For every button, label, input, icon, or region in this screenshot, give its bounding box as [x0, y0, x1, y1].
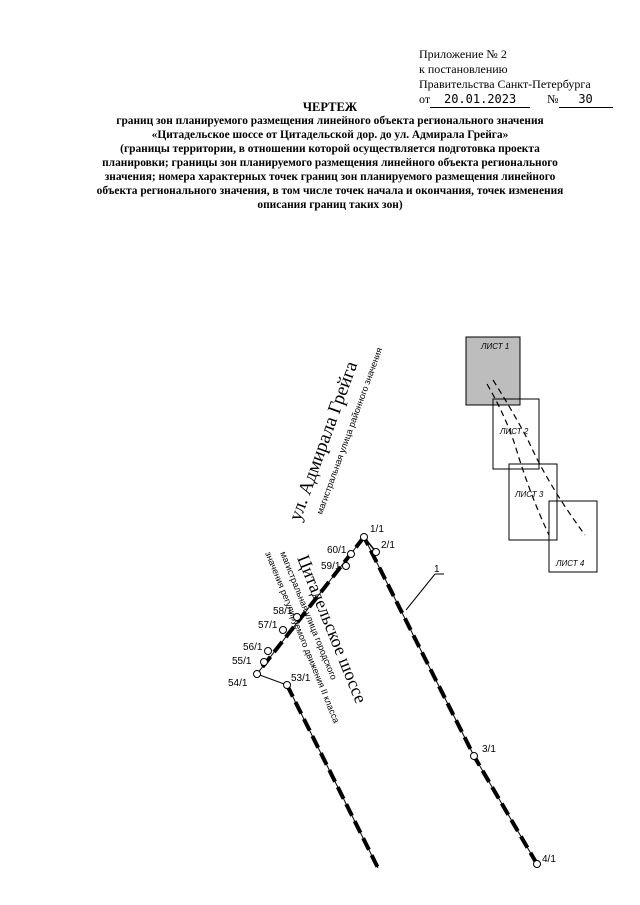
sheet-1-label: ЛИСТ 1 [480, 342, 509, 351]
sheet-4-label: ЛИСТ 4 [555, 559, 585, 568]
point-53-label: 53/1 [291, 673, 311, 684]
document-number: 30 [558, 92, 613, 108]
point-1-marker [360, 533, 368, 541]
point-3-label: 3/1 [482, 744, 496, 755]
point-54-label: 54/1 [228, 678, 248, 689]
point-59-marker [342, 562, 350, 570]
point-59-label: 59/1 [321, 561, 341, 572]
point-2-label: 2/1 [381, 540, 395, 551]
index-route-left [486, 383, 550, 536]
point-53-marker [283, 681, 291, 689]
sheet-3-frame [508, 463, 558, 541]
point-54-marker [253, 670, 261, 678]
sheet-index: ЛИСТ 1 ЛИСТ 2 ЛИСТ 3 ЛИСТ 4 [465, 336, 598, 573]
point-56-label: 56/1 [243, 642, 263, 653]
number-prefix: № [547, 92, 559, 106]
point-1-label: 1/1 [370, 524, 384, 535]
date-prefix: от [419, 92, 431, 106]
point-markers [253, 533, 541, 868]
title-line-4: планировки; границы зон планируемого раз… [102, 157, 558, 169]
point-58-marker [293, 613, 301, 621]
title-line-7: описания границ таких зон) [257, 199, 403, 211]
point-4-marker [533, 860, 541, 868]
point-55-label: 55/1 [232, 656, 252, 667]
document-date: 20.01.2023 [430, 92, 531, 108]
sheet-2-frame [492, 398, 540, 470]
appendix-block: Приложение № 2 к постановлению Правитель… [419, 47, 613, 108]
callout: 1 [405, 564, 444, 611]
appendix-line-3: Правительства Санкт-Петербурга [419, 77, 591, 91]
point-56-marker [264, 647, 272, 655]
sheet-2-label: ЛИСТ 2 [499, 427, 529, 436]
sheet-4-frame [548, 500, 598, 573]
point-3-marker [470, 752, 478, 760]
index-route-right [492, 379, 586, 536]
point-labels: 1/1 2/1 60/1 59/1 58/1 57/1 56/1 55/1 54… [228, 524, 556, 865]
point-2-marker [372, 548, 380, 556]
point-4-label: 4/1 [542, 854, 556, 865]
point-60-marker [347, 550, 355, 558]
callout-leader [405, 573, 436, 611]
point-57-label: 57/1 [258, 620, 278, 631]
point-60-label: 60/1 [327, 545, 347, 556]
sheet-3-label: ЛИСТ 3 [514, 490, 544, 499]
boundary-west-dashed [285, 684, 380, 869]
title-block: ЧЕРТЕЖ границ зон планируемого размещени… [40, 100, 620, 212]
point-58-label: 58/1 [273, 606, 293, 617]
title-line-1: границ зон планируемого размещения линей… [116, 115, 544, 127]
title-line-3: (границы территории, в отношении которой… [120, 143, 540, 155]
boundary-north-dashed [255, 535, 366, 676]
appendix-line-1: Приложение № 2 [419, 47, 507, 61]
title-line-5: значения; номера характерных точек грани… [104, 171, 556, 183]
title-line-6: объекта регионального значения, в том чи… [96, 185, 564, 197]
boundary-east-dashed [362, 536, 539, 866]
callout-number: 1 [434, 564, 440, 575]
appendix-line-2: к постановлению [419, 62, 508, 76]
title-line-2: «Цитадельское шоссе от Цитадельской дор.… [151, 129, 509, 141]
point-57-marker [279, 626, 287, 634]
heading: ЧЕРТЕЖ [302, 100, 358, 114]
point-55-marker [260, 658, 268, 666]
